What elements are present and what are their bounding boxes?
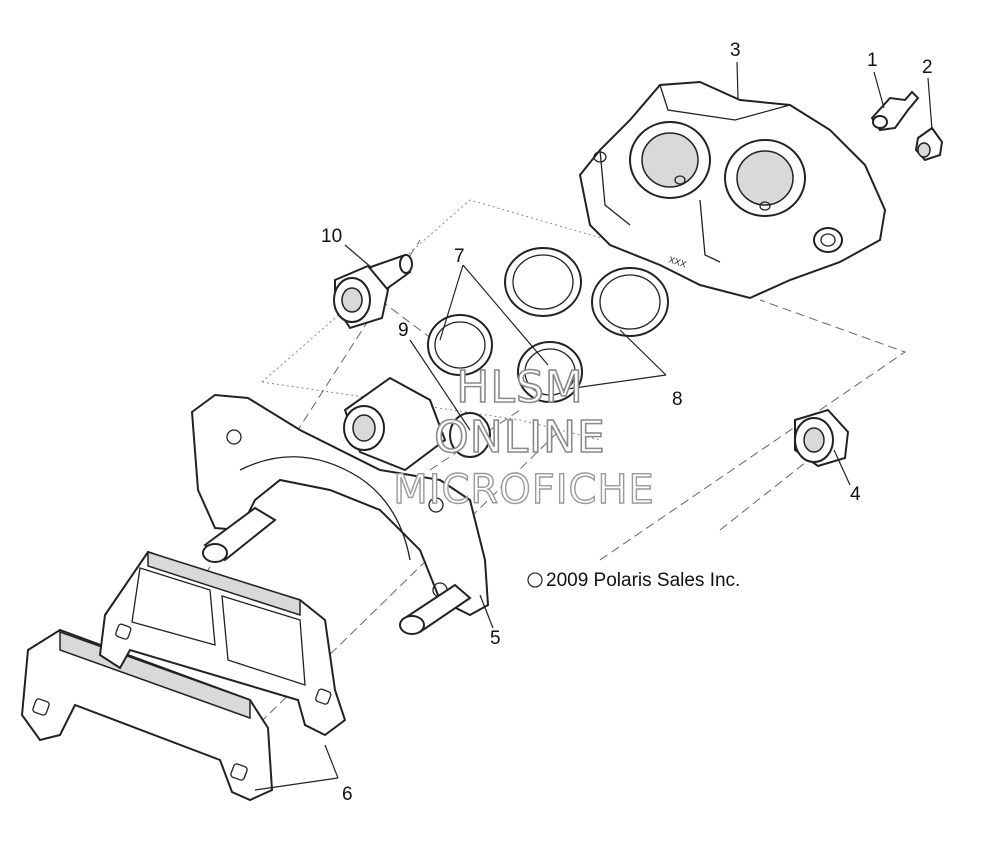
brake-pads	[20, 550, 347, 802]
bushing	[794, 408, 850, 468]
callout-5: 5	[490, 628, 501, 649]
caliper-body: XXX	[578, 80, 887, 300]
callout-4: 4	[850, 484, 861, 505]
callout-1: 1	[867, 50, 878, 71]
callout-10: 10	[321, 226, 342, 247]
caliper-bracket	[190, 393, 490, 635]
watermark: HLSM ONLINE MICROFICHE	[392, 361, 655, 514]
copyright-notice: © 2009 Polaris Sales Inc.	[527, 570, 740, 591]
bushing-with-pin	[333, 253, 413, 330]
piston-sleeve	[343, 376, 491, 472]
bleeder-screw	[870, 90, 920, 132]
bleeder-cap	[914, 126, 944, 162]
callout-3: 3	[730, 40, 741, 61]
callout-labels: 1 2 3 4 5 6 7 8 9 10	[321, 40, 933, 805]
watermark-line-3: MICROFICHE	[393, 467, 655, 513]
copyright-text: 2009 Polaris Sales Inc.	[546, 570, 740, 591]
leader-lines	[254, 61, 933, 791]
piston-seals	[427, 247, 669, 403]
callout-9: 9	[398, 320, 409, 341]
callout-8: 8	[672, 389, 683, 410]
copyright-symbol: ©	[531, 582, 532, 585]
callout-7: 7	[454, 246, 465, 267]
watermark-line-2: ONLINE	[434, 412, 606, 463]
watermark-line-1: HLSM	[456, 362, 584, 413]
callout-2: 2	[922, 57, 933, 78]
callout-6: 6	[342, 784, 353, 805]
